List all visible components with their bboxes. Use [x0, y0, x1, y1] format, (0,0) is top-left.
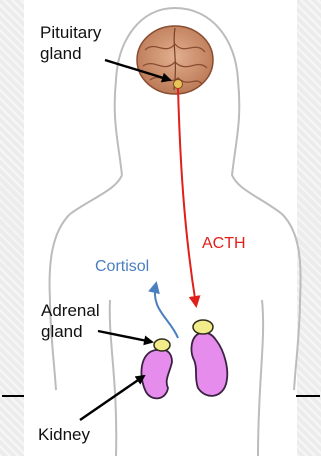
left-divider-line [2, 395, 24, 397]
cortisol-arrow [155, 284, 178, 338]
acth-arrow [178, 88, 196, 305]
kidney-pointer-arrow [80, 376, 144, 420]
pituitary-gland-icon [174, 80, 183, 89]
acth-label: ACTH [202, 233, 246, 254]
pituitary-gland-label: Pituitary gland [40, 22, 101, 64]
right-kidney-icon [192, 320, 228, 396]
right-divider-line [296, 395, 320, 397]
kidney-label: Kidney [38, 424, 90, 445]
left-kidney-icon [141, 339, 172, 398]
cortisol-label: Cortisol [95, 256, 149, 277]
adrenal-pointer-arrow [98, 331, 152, 342]
adrenal-gland-label: Adrenal gland [41, 300, 100, 342]
body-lower-contour [110, 300, 263, 456]
